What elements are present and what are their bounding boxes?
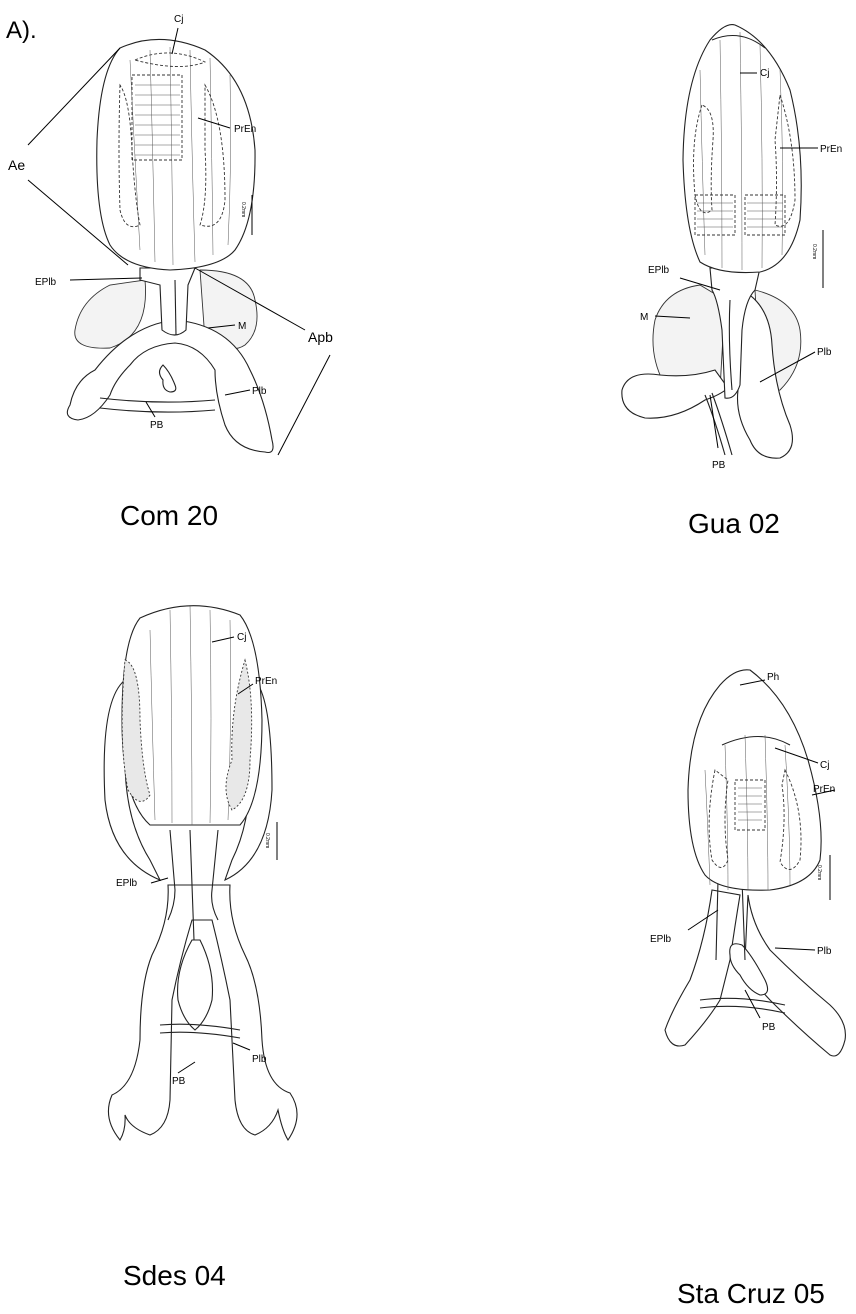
scale-label: 0.2mm [264,833,270,848]
label-m: M [640,312,648,323]
caption-sta-cruz-05: Sta Cruz 05 [677,1278,825,1309]
specimen-com-20: 0.2mm Cj PrEn Ae EPlb M Apb Plb PB Com 2… [8,14,333,531]
label-pb: PB [172,1076,186,1087]
label-pb: PB [762,1022,776,1033]
label-ae: Ae [8,157,25,173]
label-cj: Cj [820,760,829,771]
scale-label: 0.2mm [816,865,822,880]
specimen-sta-cruz-05: 0.2mm Ph Cj PrEn EPlb Plb PB Sta Cruz 05 [650,670,845,1309]
label-m: M [238,321,246,332]
scale-label: 0.2mm [240,202,246,217]
label-eplb: EPlb [648,265,670,276]
label-ph: Ph [767,672,779,683]
scale-label: 0.2mm [811,244,817,259]
paramere-base [100,398,215,412]
caption-gua-02: Gua 02 [688,508,780,539]
specimen-gua-02: 0.2mm Cj PrEn EPlb M Plb PB Gua 02 [622,25,842,539]
label-eplb: EPlb [116,878,138,889]
caption-com-20: Com 20 [120,500,218,531]
panel-label: A). [6,17,37,44]
label-pren: PrEn [820,144,842,155]
label-pren: PrEn [255,676,277,687]
label-eplb: EPlb [650,934,672,945]
label-plb: Plb [252,386,267,397]
aedeagus-body [97,39,255,270]
label-plb: Plb [817,946,832,957]
label-pren: PrEn [234,124,256,135]
label-cj: Cj [174,14,183,25]
aedeagus-body [688,670,821,890]
paramere-base [705,393,732,455]
label-pb: PB [150,420,164,431]
label-pren: PrEn [813,784,835,795]
specimen-sdes-04: 0.2mm Cj PrEn EPlb Plb PB Sdes 04 [104,605,297,1291]
label-eplb: EPlb [35,277,57,288]
label-cj: Cj [760,68,769,79]
central-bulb [160,365,176,392]
label-plb: Plb [817,347,832,358]
caption-sdes-04: Sdes 04 [123,1260,226,1291]
label-plb: Plb [252,1054,267,1065]
eplb-stem [140,268,195,335]
label-cj: Cj [237,632,246,643]
label-pb: PB [712,460,726,471]
label-apb: Apb [308,329,333,345]
